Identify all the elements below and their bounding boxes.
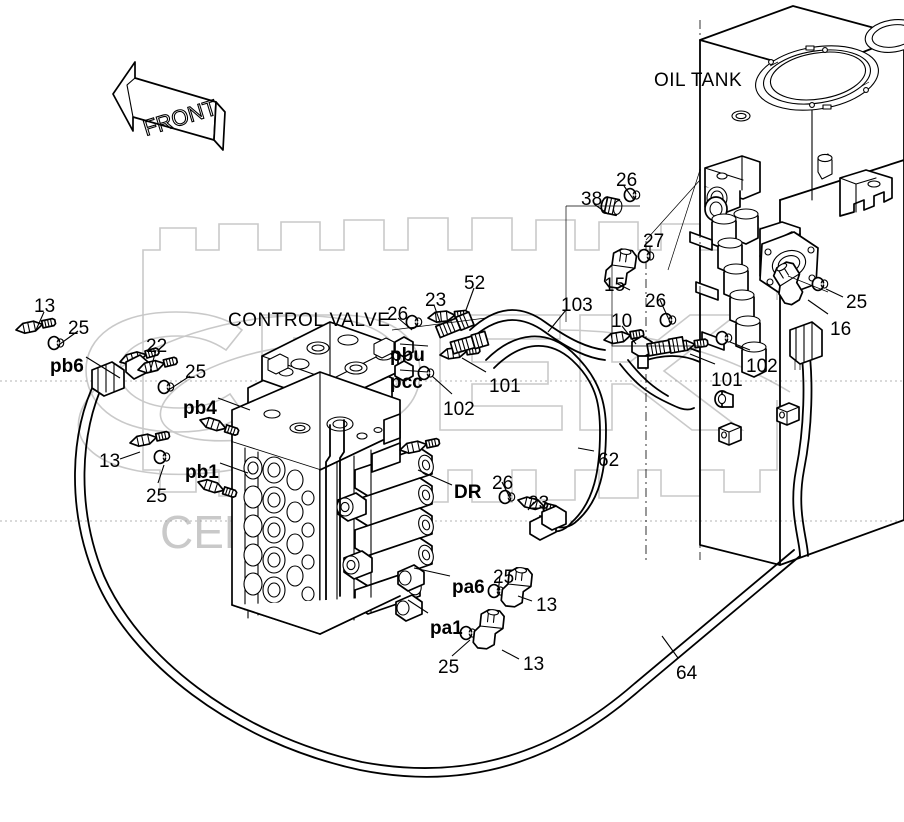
port-label-dr: DR bbox=[454, 482, 482, 503]
port-label-pb4: pb4 bbox=[183, 398, 217, 419]
callout-25: 25 bbox=[438, 657, 460, 678]
callout-26: 26 bbox=[645, 291, 667, 312]
tank-filler-cap bbox=[755, 45, 879, 111]
hose-52 bbox=[469, 309, 606, 351]
elbow-62-end bbox=[529, 505, 567, 541]
leader-lines bbox=[35, 169, 844, 660]
port-label-pa6: pa6 bbox=[452, 577, 485, 598]
callout-52: 52 bbox=[464, 273, 486, 294]
port-label-pbu: pbu bbox=[390, 345, 425, 366]
fitting-13-pb1 bbox=[128, 428, 172, 450]
tank-bracket-right bbox=[839, 169, 893, 217]
callout-38: 38 bbox=[581, 189, 603, 210]
callout-25: 25 bbox=[68, 318, 90, 339]
oring-26-right bbox=[659, 312, 677, 328]
oring-102-right bbox=[715, 330, 733, 346]
tank-port-bosses bbox=[689, 196, 767, 378]
callout-102: 102 bbox=[443, 399, 475, 420]
hose-head-64-right bbox=[789, 321, 823, 365]
callout-10: 10 bbox=[611, 311, 633, 332]
callout-64: 64 bbox=[676, 663, 698, 684]
hose-64 bbox=[74, 379, 801, 778]
callout-13: 13 bbox=[536, 595, 558, 616]
loose-block-1 bbox=[718, 422, 742, 446]
callout-13: 13 bbox=[99, 451, 121, 472]
callout-26: 26 bbox=[492, 473, 514, 494]
heading-oil-tank: OIL TANK bbox=[654, 70, 743, 91]
oring-25-pb4 bbox=[157, 379, 175, 395]
callout-15: 15 bbox=[604, 275, 626, 296]
control-valve-body bbox=[195, 321, 442, 635]
callout-26: 26 bbox=[387, 304, 409, 325]
callout-101: 101 bbox=[711, 370, 743, 391]
port-label-pb6: pb6 bbox=[50, 356, 84, 377]
elbow-13-pa1 bbox=[471, 607, 506, 652]
hose-103 bbox=[485, 335, 607, 521]
loose-block-2 bbox=[776, 402, 800, 426]
front-arrow-graphic: FRONT bbox=[112, 61, 226, 151]
pb6-hose-head bbox=[91, 345, 161, 397]
callout-16: 16 bbox=[830, 319, 852, 340]
callout-103: 103 bbox=[561, 295, 593, 316]
callout-25: 25 bbox=[846, 292, 868, 313]
loose-bushing bbox=[714, 390, 734, 408]
valve-left-ports bbox=[243, 456, 315, 604]
callout-25: 25 bbox=[146, 486, 168, 507]
hose-right-vertical bbox=[792, 339, 805, 557]
port-label-pcc: pcc bbox=[390, 372, 423, 393]
callout-13: 13 bbox=[523, 654, 545, 675]
callout-101: 101 bbox=[489, 376, 521, 397]
callout-62: 62 bbox=[598, 450, 620, 471]
callout-102: 102 bbox=[746, 356, 778, 377]
port-label-pa1: pa1 bbox=[430, 618, 463, 639]
callout-13: 13 bbox=[34, 296, 56, 317]
callout-25: 25 bbox=[493, 567, 515, 588]
callout-23: 23 bbox=[528, 493, 550, 514]
callout-22: 22 bbox=[146, 336, 168, 357]
callout-27: 27 bbox=[643, 231, 665, 252]
valve-pa-ports bbox=[395, 564, 425, 622]
oil-tank-body bbox=[645, 5, 904, 566]
callout-25: 25 bbox=[185, 362, 207, 383]
fitting-13-topleft bbox=[14, 315, 58, 337]
callout-23: 23 bbox=[425, 290, 447, 311]
oring-25-pb1 bbox=[153, 449, 171, 465]
callout-26: 26 bbox=[616, 170, 638, 191]
port-label-pb1: pb1 bbox=[185, 462, 219, 483]
valve-pbu-pcc-ports bbox=[394, 336, 414, 382]
heading-control-valve: CONTROL VALVE bbox=[228, 310, 391, 331]
